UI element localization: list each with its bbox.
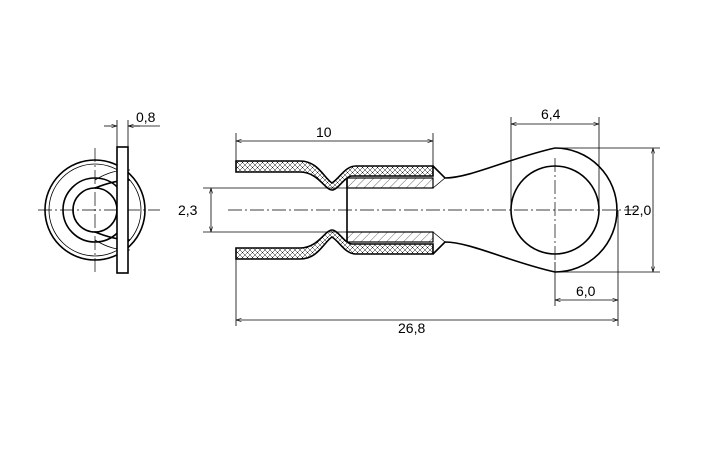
insulation-lower [235, 229, 434, 260]
barrel-lower [346, 231, 434, 243]
ring-diameter-label: 12,0 [624, 202, 651, 218]
bore-diameter-label: 2,3 [178, 202, 198, 218]
end-view: 0,8 [38, 109, 160, 274]
insulation-upper [235, 160, 434, 191]
dimensions: 10 2,3 6,4 12,0 6,0 26,8 [178, 106, 660, 336]
sleeve-length-label: 10 [316, 124, 332, 140]
plate-thickness-label: 0,8 [136, 109, 156, 125]
side-view [228, 147, 640, 273]
barrel-upper [346, 177, 434, 189]
total-length-label: 26,8 [398, 320, 425, 336]
hole-diameter-label: 6,4 [541, 106, 561, 122]
center-to-end-label: 6,0 [576, 283, 596, 299]
